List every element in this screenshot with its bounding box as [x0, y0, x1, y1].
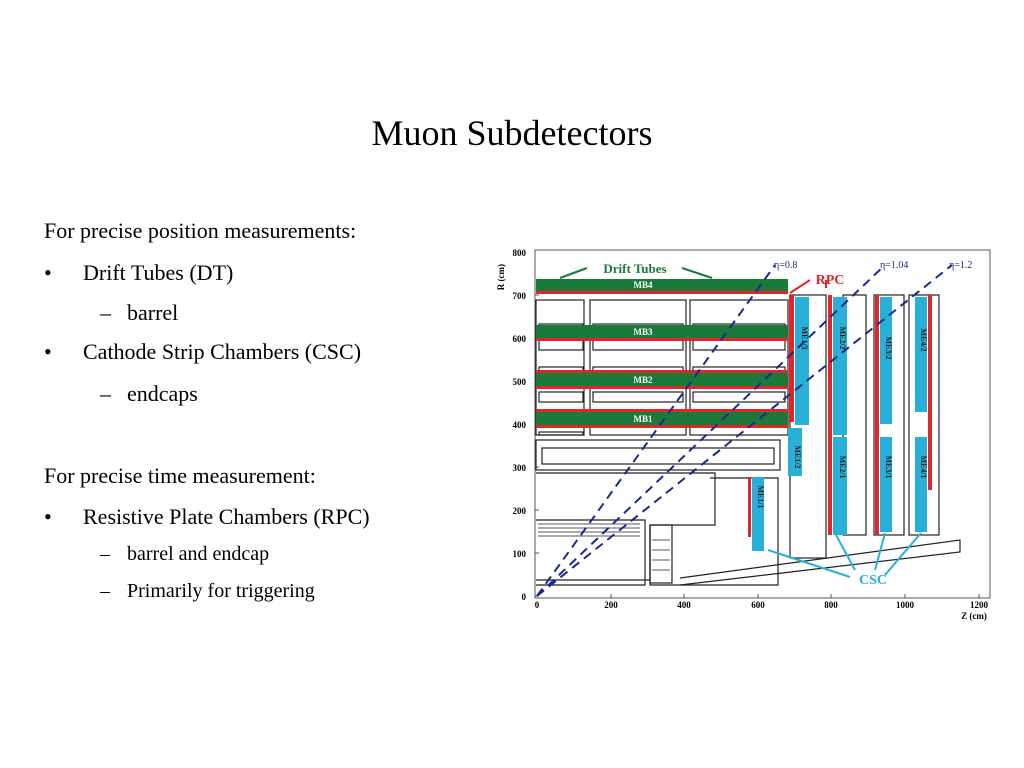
me31-chamber: [880, 437, 892, 532]
bullet-marker: •: [44, 339, 52, 364]
csc-label: CSC: [859, 573, 887, 588]
me12-chamber: [788, 428, 802, 476]
me13-label: ME1/3: [800, 326, 809, 349]
x-tick-label: 800: [824, 600, 838, 610]
me11-label: ME1/1: [756, 485, 765, 508]
mb2-station: [536, 373, 788, 386]
me12-label: ME1/2: [793, 445, 802, 468]
section-heading-position: For precise position measurements:: [44, 218, 357, 243]
section-heading-time: For precise time measurement:: [44, 463, 316, 488]
muon-detector-diagram: R (cm) Z (cm) 0 100 200 300 400 500 600 …: [496, 248, 991, 621]
mb1-label: MB1: [634, 414, 653, 424]
eta-line-0.8: [536, 264, 776, 597]
me31-label: ME3/1: [884, 455, 893, 478]
eta-label-1.2: η=1.2: [949, 260, 972, 271]
inner-detector-outlines: [535, 439, 961, 586]
bullet-csc: Cathode Strip Chambers (CSC): [83, 339, 362, 364]
bullet-rpc: Resistive Plate Chambers (RPC): [83, 504, 370, 529]
endcap-rpc: [748, 295, 932, 537]
sub-item-triggering: Primarily for triggering: [127, 580, 315, 602]
rpc-label: RPC: [816, 273, 845, 288]
y-tick-label: 700: [513, 291, 527, 301]
me22-chamber: [833, 297, 847, 435]
csc-chambers: [752, 297, 927, 551]
drift-tube-stations: [536, 279, 788, 428]
x-axis-label: Z (cm): [961, 611, 987, 621]
me11-chamber: [752, 477, 764, 551]
me32-label: ME3/2: [884, 336, 893, 359]
y-tick-label: 200: [513, 506, 527, 516]
bullet-marker: •: [44, 504, 52, 529]
y-tick-label: 500: [513, 377, 527, 387]
bullet-marker: •: [44, 260, 52, 285]
y-tick-label: 800: [513, 248, 527, 258]
me13-chamber: [795, 297, 809, 425]
mb4-label: MB4: [634, 280, 653, 290]
y-tick-label: 600: [513, 334, 527, 344]
x-tick-label: 1200: [970, 600, 989, 610]
dash-marker: –: [100, 381, 111, 406]
drift-tubes-label: Drift Tubes: [603, 261, 666, 276]
mb1-station: [536, 412, 788, 425]
me42-chamber: [915, 297, 927, 412]
me42-label: ME4/2: [919, 328, 928, 351]
me41-chamber: [915, 437, 927, 532]
rpc-callout-lines: [789, 279, 827, 294]
eta-line-1.04: [536, 264, 886, 597]
me21-label: ME2/1: [838, 455, 847, 478]
x-tick-label: 200: [604, 600, 618, 610]
dash-marker: –: [100, 300, 111, 325]
me32-chamber: [880, 297, 892, 424]
dash-marker: –: [100, 580, 110, 602]
mb4-station: [536, 279, 788, 291]
x-tick-label: 400: [677, 600, 691, 610]
y-tick-label: 100: [513, 549, 527, 559]
sub-item-barrel-endcap: barrel and endcap: [127, 543, 270, 565]
eta-lines: [536, 264, 953, 597]
y-axis-label: R (cm): [496, 264, 506, 290]
x-tick-label: 0: [535, 600, 540, 610]
y-tick-label: 400: [513, 420, 527, 430]
sub-item-barrel: barrel: [127, 300, 179, 325]
bullet-drift-tubes: Drift Tubes (DT): [83, 260, 234, 285]
sub-item-endcaps: endcaps: [127, 381, 198, 406]
endcap-yoke-disks: [789, 294, 940, 559]
y-tick-label: 0: [522, 592, 527, 602]
me22-label: ME2/2: [838, 326, 847, 349]
eta-label-1.04: η=1.04: [880, 260, 908, 271]
eta-label-0.8: η=0.8: [774, 260, 797, 271]
slide-title: Muon Subdetectors: [371, 113, 653, 153]
mb3-label: MB3: [634, 327, 653, 337]
mb2-label: MB2: [634, 375, 653, 385]
y-tick-label: 300: [513, 463, 527, 473]
me21-chamber: [833, 437, 847, 535]
mb3-station: [536, 325, 788, 338]
dash-marker: –: [100, 543, 110, 565]
drift-tubes-callout-lines: [559, 267, 713, 279]
csc-callout-lines: [767, 532, 922, 578]
x-tick-label: 1000: [896, 600, 915, 610]
eta-line-1.2: [536, 264, 953, 597]
x-tick-label: 600: [751, 600, 765, 610]
me41-label: ME4/1: [919, 455, 928, 478]
